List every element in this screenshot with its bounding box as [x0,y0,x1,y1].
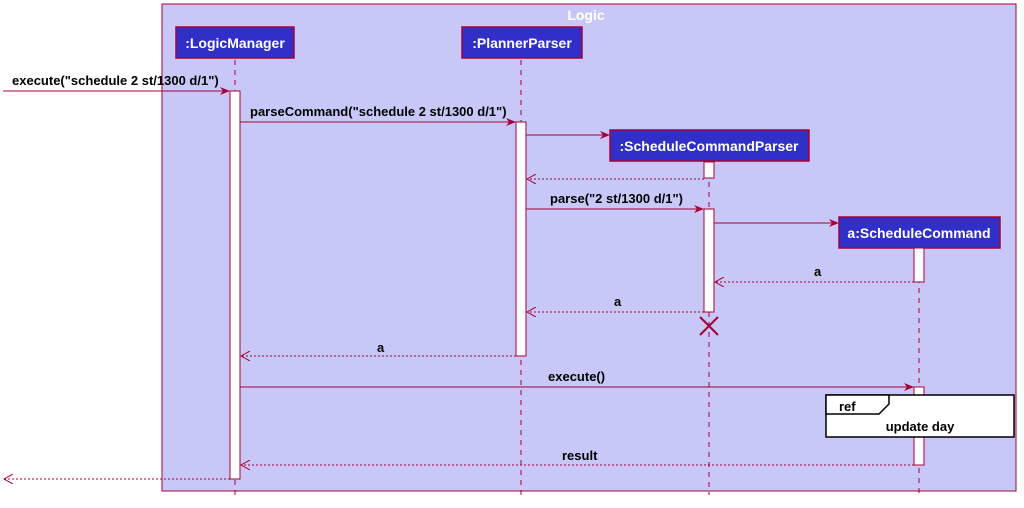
msg-execute: execute() [548,369,605,384]
msg-result: result [562,448,598,463]
participant-planner-parser-label: :PlannerParser [472,35,572,51]
activation-logic-manager [229,90,241,480]
activation-planner-parser [515,121,527,357]
activation-schedule-command-init [913,247,925,283]
msg-return-a-parser: a [614,294,622,309]
ref-label: update day [886,419,955,434]
participant-schedule-command-box [838,216,1001,249]
activation-schedule-command-parser-parse [703,208,715,313]
participant-planner-parser-box [461,26,583,59]
participant-schedule-command-parser-box [609,129,810,162]
ref-tag: ref [839,399,856,414]
ref-tag-shape [825,394,890,415]
participant-logic-manager-label: :LogicManager [185,35,285,51]
activation-schedule-command-parser-init [703,161,715,179]
msg-parse: parse("2 st/1300 d/1") [550,191,683,206]
participant-logic-manager-box [175,26,295,59]
msg-execute-in: execute("schedule 2 st/1300 d/1") [12,73,219,88]
msg-return-a-command: a [814,264,822,279]
participant-schedule-command-parser-label: :ScheduleCommandParser [620,138,799,154]
participant-schedule-command-label: a:ScheduleCommand [847,225,990,241]
msg-return-a-logic: a [377,340,385,355]
logic-frame-title: Logic [567,7,605,23]
msg-parse-command: parseCommand("schedule 2 st/1300 d/1") [250,104,507,119]
destroy-x-icon [699,316,719,336]
